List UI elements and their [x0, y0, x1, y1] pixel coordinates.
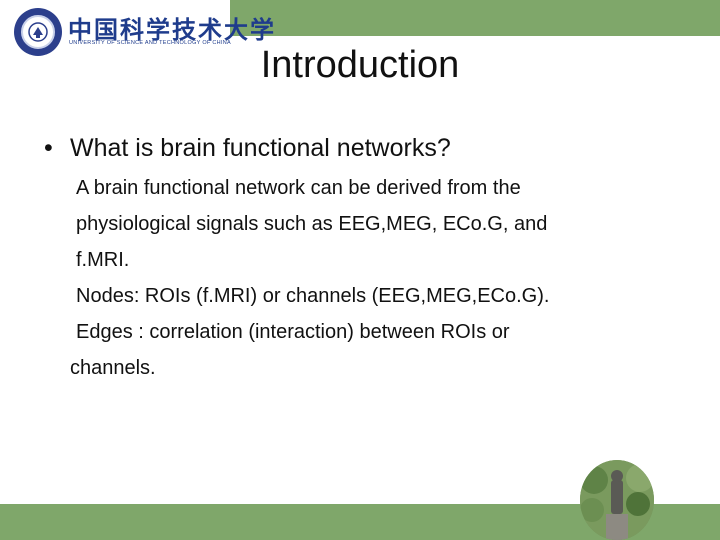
body-line: Edges : correlation (interaction) betwee…	[76, 321, 510, 343]
body-line: Nodes: ROIs (f.MRI) or channels (EEG,MEG…	[76, 285, 550, 307]
body-line: f.MRI.	[76, 249, 130, 271]
university-logo: 中国科学技术大学 UNIVERSITY OF SCIENCE AND TECHN…	[0, 0, 274, 62]
body-line: channels.	[70, 357, 156, 379]
bullet-text: What is brain functional networks?	[70, 134, 451, 162]
top-green-bar	[230, 0, 720, 36]
university-name-en: UNIVERSITY OF SCIENCE AND TECHNOLOGY OF …	[69, 40, 232, 46]
slide-body: A brain functional network can be derive…	[70, 170, 630, 386]
body-line: A brain functional network can be derive…	[76, 177, 521, 199]
university-seal-icon	[14, 8, 62, 56]
statue-photo	[580, 460, 654, 540]
bullet-dot-icon: •	[44, 134, 53, 162]
body-line: physiological signals such as EEG,MEG, E…	[76, 213, 548, 235]
slide-title: Introduction	[260, 44, 460, 86]
university-name-cn: 中国科学技术大学	[68, 15, 276, 44]
bullet-item: • What is brain functional networks?	[44, 134, 451, 163]
